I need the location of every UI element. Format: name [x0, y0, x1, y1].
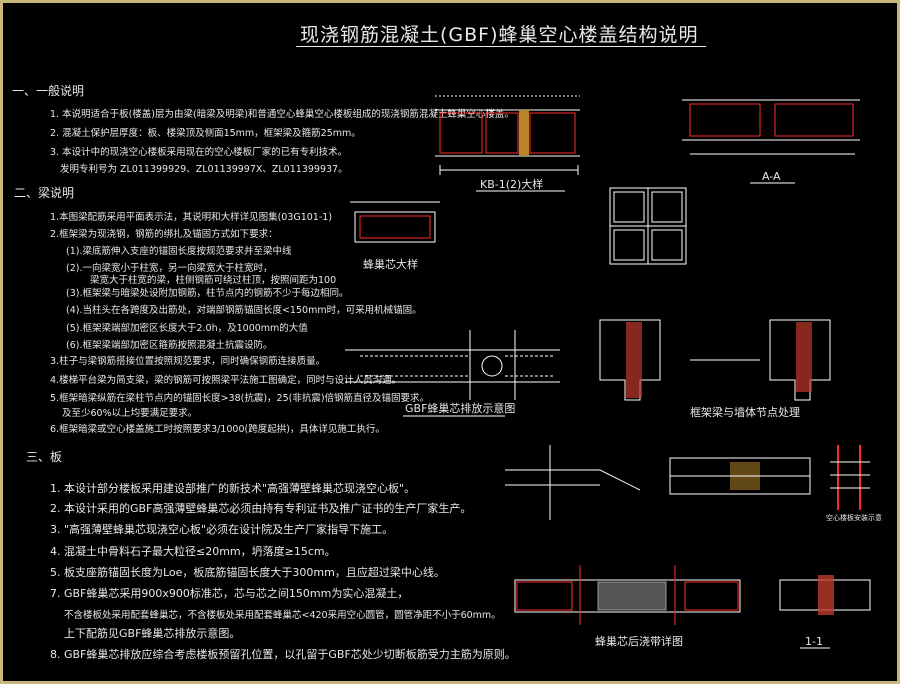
s2-item: (2).一向梁宽小于柱宽，另一向梁宽大于柱宽时， [66, 263, 273, 274]
s2-item: (1).梁底筋伸入支座的锚固长度按规范要求并至梁中线 [66, 246, 292, 257]
s2-item: (4).当柱头在各跨度及出筋处，对端部钢筋锚固长度<150mm时，可采用机械锚固… [66, 305, 422, 316]
s2-item: 梁宽大于柱宽的梁，柱侧钢筋可绕过柱顶，按照间距为100 [90, 275, 337, 286]
s1-item: 3. 本设计中的现浇空心楼板采用现在的空心楼板厂家的已有专利技术。 [50, 147, 348, 158]
s3-item: 3. "高强薄壁蜂巢芯现浇空心板"必须在设计院及生产厂家指导下施工。 [50, 523, 394, 536]
s3-item: 2. 本设计采用的GBF高强薄壁蜂巢芯必须由持有专利证书及推广证书的生产厂家生产… [50, 502, 472, 515]
s2-item: (5).框架梁端部加密区长度大于2.0h，及1000mm的大值 [66, 323, 308, 334]
layout-label: GBF蜂巢芯排放示意图 [405, 401, 515, 415]
gbf-layout [345, 330, 560, 400]
s1-item: 2. 混凝土保护层厚度：板、楼梁顶及侧面15mm，框架梁及箍筋25mm。 [50, 128, 361, 139]
frame-junction [599, 319, 831, 401]
kb1-detail [435, 95, 580, 175]
core-label: 蜂巢芯大样 [363, 257, 418, 271]
aa-section [682, 99, 860, 155]
s2-item: 5.框架暗梁纵筋在梁柱节点内的锚固长度>38(抗震)，25(非抗震)倍钢筋直径及… [50, 393, 430, 404]
s3-item: 不含楼板处采用配套蜂巢芯，不含楼板处采用配套蜂巢芯<420采用空心圆管，圆管净距… [64, 610, 501, 621]
hollow-detail [830, 445, 870, 510]
s1-item: 1. 本说明适合于板(楼盖)层为由梁(暗梁及明梁)和普通空心蜂巢空心楼板组成的现… [50, 109, 514, 120]
s3-item: 1. 本设计部分楼板采用建设部推广的新技术"高强薄壁蜂巢芯现浇空心板"。 [50, 482, 416, 495]
section-3-heading: 三、板 [26, 450, 63, 464]
s2-item: 6.框架暗梁或空心楼盖施工时按照要求3/1000(跨度起拱)，具体详见施工执行。 [50, 424, 385, 435]
section-label: 1-1 [805, 635, 823, 648]
title-underline [296, 46, 706, 47]
s2-item: 3.柱子与梁钢筋搭接位置按照规范要求，同时确保钢筋连接质量。 [50, 356, 326, 367]
s3-item: 8. GBF蜂巢芯排放应综合考虑楼板预留孔位置，以孔留于GBF芯处少切断板筋受力… [50, 648, 516, 661]
slab-section [505, 445, 811, 520]
s2-item: (6).框架梁端部加密区箍筋按照混凝土抗震设防。 [66, 340, 273, 351]
s1-item: 发明专利号为 ZL011399929、ZL01139997X、ZL0113999… [60, 164, 348, 175]
s2-item: (3).框架梁与暗梁处设附加钢筋，柱节点内的钢筋不少于每边相同。 [66, 288, 349, 299]
s3-item: 上下配筋见GBF蜂巢芯排放示意图。 [64, 627, 241, 640]
seam-detail [514, 565, 741, 625]
page-title: 现浇钢筋混凝土(GBF)蜂巢空心楼盖结构说明 [300, 24, 699, 46]
seam-label: 蜂巢芯后浇带详图 [595, 634, 683, 648]
core-detail [350, 201, 440, 243]
s3-item: 4. 混凝土中骨料石子最大粒径≤20mm，坍落度≥15cm。 [50, 545, 336, 558]
s3-item: 5. 板支座筋锚固长度为Loe，板底筋锚固长度大于300mm，且应超过梁中心线。 [50, 566, 445, 579]
plan-square [609, 187, 687, 265]
aa-label: A-A [762, 170, 781, 183]
hollow-label: 空心楼板安装示意 [826, 513, 882, 522]
s2-item: 及至少60%以上均要满足要求。 [62, 408, 198, 419]
s2-item: 1.本图梁配筋采用平面表示法，其说明和大样详见图集(03G101-1) [50, 212, 333, 223]
kb-label: KB-1(2)大样 [480, 177, 543, 191]
frame-label: 框架梁与墙体节点处理 [690, 405, 800, 419]
s2-item: 4.楼梯平台梁为简支梁，梁的钢筋可按照梁平法施工图确定，同时与设计人员沟通。 [50, 375, 402, 386]
section-1-heading: 一、一般说明 [12, 84, 85, 98]
s3-item: 7. GBF蜂巢芯采用900x900标准芯，芯与芯之间150mm为实心混凝土， [50, 587, 409, 600]
s2-item: 2.框架梁为现浇钢，钢筋的绑扎及锚固方式如下要求： [50, 229, 278, 240]
section-11 [779, 575, 871, 615]
section-2-heading: 二、梁说明 [14, 186, 75, 200]
